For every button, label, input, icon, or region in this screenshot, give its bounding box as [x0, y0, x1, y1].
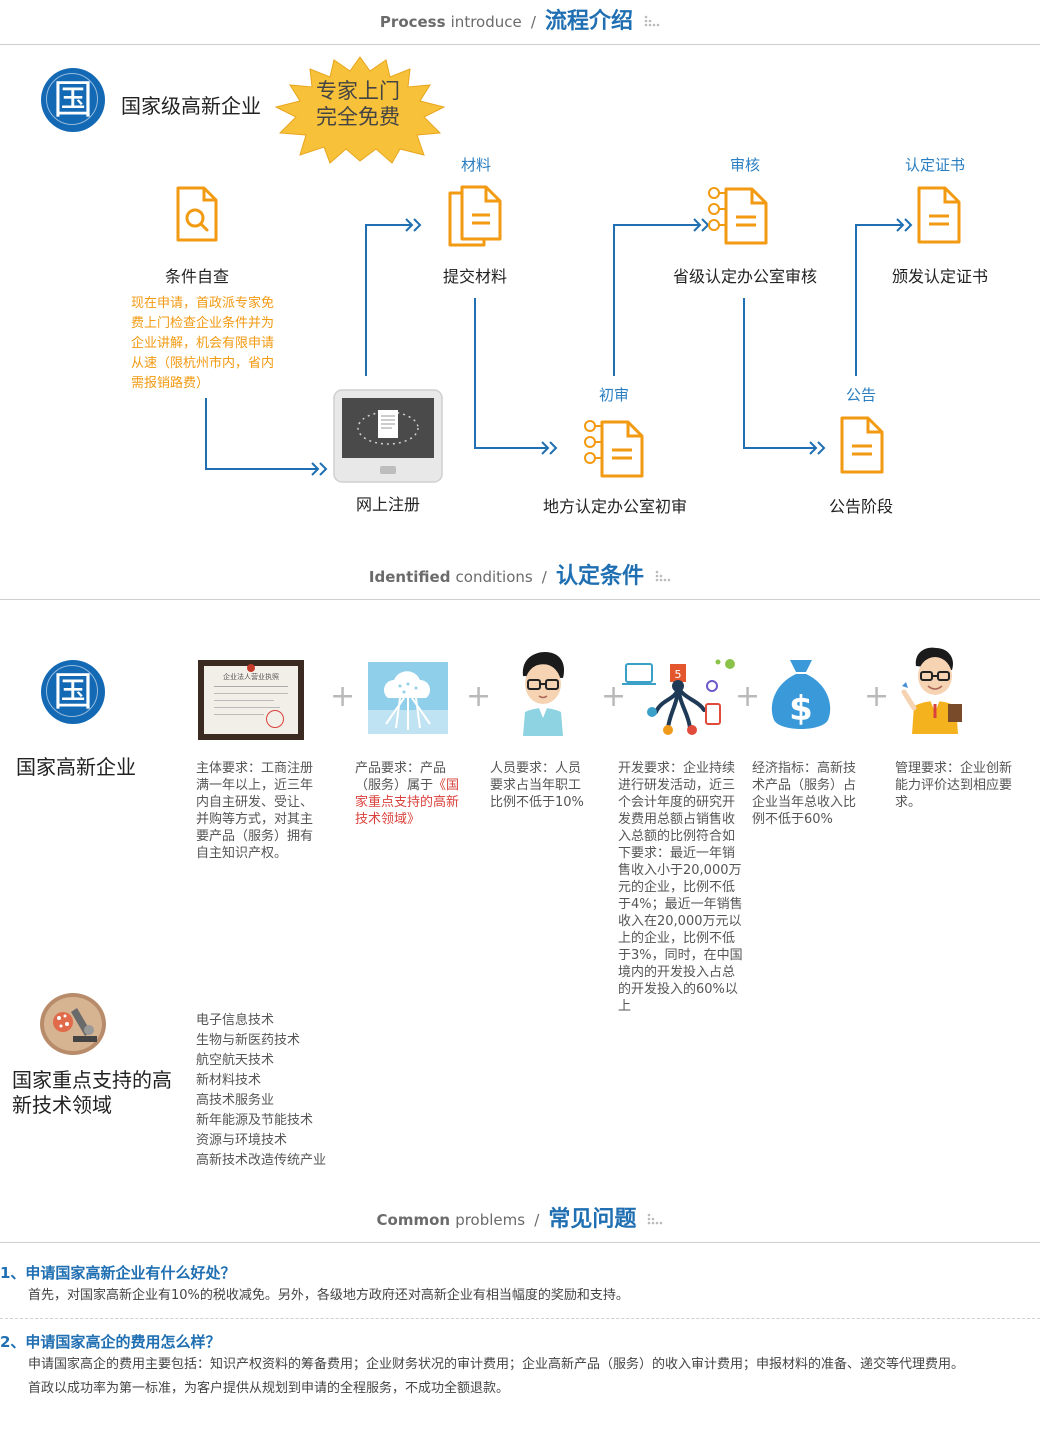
req-product-text: 产品要求：产品（服务）属于 [355, 761, 447, 793]
guo-badge-icon: 国 [41, 660, 105, 724]
divider [0, 599, 1040, 600]
flow-connectors [205, 218, 913, 476]
conditions-section-header: Identified conditions / 认定条件 [0, 558, 1040, 590]
field-item: 高新技术改造传统产业 [196, 1153, 327, 1168]
burst-line-1: 专家上门 [316, 79, 400, 103]
document-network-icon [708, 187, 768, 245]
step-local-top: 初审 [598, 386, 629, 404]
faq-answer-2b: 首政以成功率为第一标准，为客户提供从规划到申请的全程服务，不成功全额退款。 [28, 1381, 510, 1396]
faq-divider [0, 1318, 1040, 1319]
svg-text:$: $ [789, 689, 813, 729]
process-section-header: Process introduce / 流程介绍 [0, 3, 1040, 35]
plus-icon: + [864, 679, 890, 714]
step-self-check: 条件自查 [164, 267, 229, 286]
header-en-bold: Identified [368, 568, 451, 586]
header-sep: / [541, 568, 547, 586]
svg-text:5: 5 [675, 668, 682, 681]
step-online-register: 网上注册 [355, 495, 420, 514]
step-local-review: 地方认定办公室初审 [542, 497, 687, 516]
header-en-bold: Common [376, 1211, 451, 1229]
dots-icon [644, 15, 660, 27]
header-en: conditions [455, 568, 533, 586]
req-subject: 主体要求：工商注册满一年以上，近三年内自主研发、受让、并购等方式，对其主要产品（… [196, 761, 314, 861]
dots-icon [655, 570, 671, 582]
person-avatar-icon [522, 652, 565, 736]
faq-question-2[interactable]: 2、申请国家高企的费用怎么样？ [0, 1333, 221, 1351]
faq-answer-2a: 申请国家高企的费用主要包括：知识产权资料的筹备费用；企业财务状况的审计费用；企业… [28, 1357, 965, 1372]
starburst-badge-icon [274, 56, 446, 164]
req-rd: 开发要求：企业持续进行研发活动，近三个会计年度的研究开发费用总额占销售收入总额的… [618, 761, 743, 1014]
document-network-icon [584, 420, 644, 478]
step-publish-top: 公告 [845, 386, 876, 404]
step-province-top: 审核 [729, 156, 760, 174]
header-cn: 常见问题 [548, 1207, 637, 1232]
money-bag-icon: $ [771, 660, 831, 729]
microscope-icon [40, 993, 106, 1055]
document-stack-icon [448, 185, 502, 247]
key-fields-title: 国家重点支持的高新技术领域 [12, 1068, 172, 1117]
cloud-icon [368, 662, 448, 734]
field-item: 新材料技术 [196, 1073, 262, 1088]
license-title: 企业法人营业执照 [223, 673, 279, 681]
step-publish: 公告阶段 [828, 497, 893, 516]
req-personnel: 人员要求：人员要求占当年职工比例不低于10% [490, 761, 584, 810]
field-item: 新年能源及节能技术 [196, 1113, 314, 1128]
step-issue-top: 认定证书 [904, 156, 965, 174]
business-license-image: 企业法人营业执照 [198, 660, 304, 740]
header-cn: 认定条件 [555, 564, 644, 589]
process-title: 国家级高新企业 [121, 94, 261, 118]
monitor-icon [333, 389, 443, 483]
header-en: introduce [450, 13, 522, 31]
step-submit: 提交材料 [442, 267, 507, 286]
guo-badge-icon: 国 [41, 68, 105, 132]
plus-icon: + [466, 679, 492, 714]
manager-avatar-icon [901, 647, 962, 734]
document-icon [917, 186, 961, 244]
plus-icon: + [330, 679, 356, 714]
problems-section-header: Common problems / 常见问题 [0, 1201, 1040, 1233]
process-note: 现在申请，首政派专家免费上门检查企业条件并为企业讲解，机会有限申请从速（限杭州市… [131, 296, 275, 391]
header-en-bold: Process [379, 13, 446, 31]
field-item: 资源与环境技术 [196, 1133, 288, 1148]
field-item: 航空航天技术 [196, 1053, 275, 1068]
company-label: 国家高新企业 [16, 755, 136, 779]
divider [0, 1242, 1040, 1243]
key-fields-list: 电子信息技术 生物与新医药技术 航空航天技术 新材料技术 高技术服务业 新年能源… [196, 1011, 326, 1171]
step-submit-top: 材料 [460, 156, 491, 174]
req-product-link[interactable]: 《国家重点支持的高新技术领域》 [355, 778, 460, 827]
tech-devices-icon: 5 [622, 659, 735, 735]
plus-icon: + [735, 679, 761, 714]
header-sep: / [530, 13, 536, 31]
dots-icon [648, 1213, 663, 1225]
req-management: 管理要求：企业创新能力评价达到相应要求。 [895, 761, 1013, 810]
plus-icon: + [601, 679, 627, 714]
field-item: 生物与新医药技术 [196, 1033, 301, 1048]
field-item: 高技术服务业 [196, 1093, 275, 1108]
step-issue: 颁发认定证书 [891, 267, 988, 286]
step-province-review: 省级认定办公室审核 [672, 267, 817, 286]
header-cn: 流程介绍 [544, 9, 633, 34]
field-item: 电子信息技术 [196, 1013, 275, 1028]
req-economic: 经济指标：高新技术产品（服务）占企业当年总收入比例不低于60% [752, 761, 857, 827]
starburst-text: 专家上门 完全免费 [300, 78, 416, 130]
faq-question-1[interactable]: 1、申请国家高新企业有什么好处？ [0, 1264, 236, 1282]
document-icon [840, 416, 884, 474]
divider [0, 44, 1040, 45]
header-en: problems [455, 1211, 526, 1229]
search-doc-icon [176, 186, 218, 242]
req-product: 产品要求：产品（服务）属于《国家重点支持的高新技术领域》 [355, 760, 471, 828]
header-sep: / [534, 1211, 540, 1229]
burst-line-2: 完全免费 [316, 105, 400, 129]
faq-answer-1: 首先，对国家高新企业有10%的税收减免。另外，各级地方政府还对高新企业有相当幅度… [28, 1288, 629, 1303]
